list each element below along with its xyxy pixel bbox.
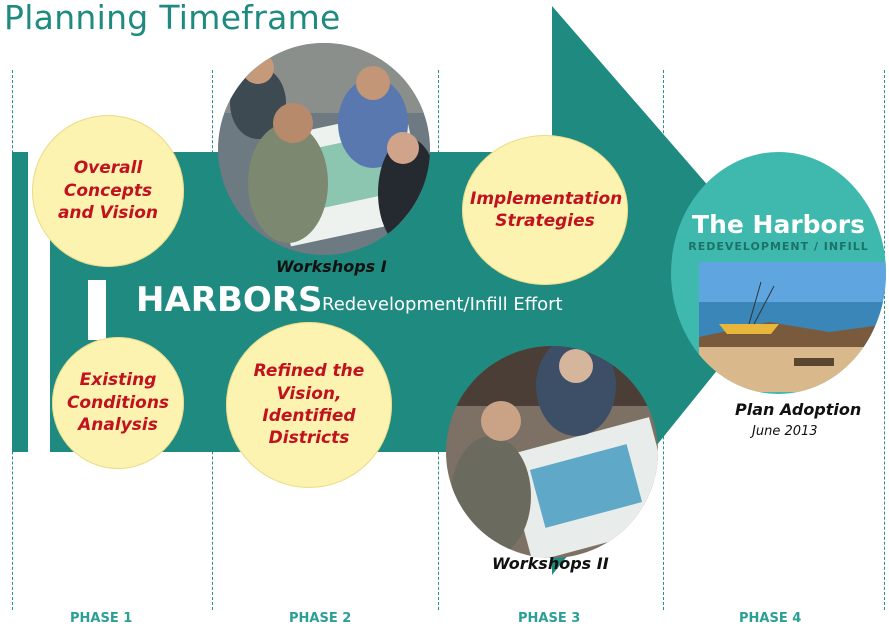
plan-cover-subtitle: REDEVELOPMENT / INFILL — [688, 240, 869, 253]
step-implementation-label: Implementation Strategies — [470, 188, 623, 231]
phase-4-label: PHASE 4 — [739, 611, 802, 626]
phase-3-label: PHASE 3 — [518, 611, 581, 626]
workshop-1-photo — [218, 43, 430, 255]
arrow-label-main: HARBORS — [136, 280, 323, 320]
phase-2-label: PHASE 2 — [289, 611, 352, 626]
step-existing-conditions: Existing Conditions Analysis — [52, 337, 184, 469]
plan-adoption-label: Plan Adoption — [735, 400, 862, 419]
plan-adoption-date: June 2013 — [752, 424, 818, 439]
arrow-label-sub: Redevelopment/Infill Effort — [322, 294, 563, 315]
phase-1-label: PHASE 1 — [70, 611, 133, 626]
plan-cover-circle: The Harbors REDEVELOPMENT / INFILL — [671, 152, 886, 394]
workshop-2-caption: Workshops II — [492, 554, 609, 573]
step-existing-conditions-label: Existing Conditions Analysis — [66, 370, 170, 436]
step-refined-vision-label: Refined the Vision, Identified Districts — [253, 361, 365, 449]
plan-cover-photo — [699, 262, 886, 392]
arrow-notch — [88, 280, 106, 340]
arrow-bar-start — [12, 152, 28, 452]
plan-cover-title: The Harbors — [692, 210, 865, 239]
workshop-1-caption: Workshops I — [276, 257, 387, 276]
step-refined-vision: Refined the Vision, Identified Districts — [226, 322, 392, 488]
workshop-2-photo — [446, 346, 658, 558]
step-overall-concepts: Overall Concepts and Vision — [32, 115, 184, 267]
step-implementation: Implementation Strategies — [462, 135, 628, 285]
step-overall-concepts-label: Overall Concepts and Vision — [57, 158, 159, 224]
page-title: Planning Timeframe — [4, 0, 341, 37]
